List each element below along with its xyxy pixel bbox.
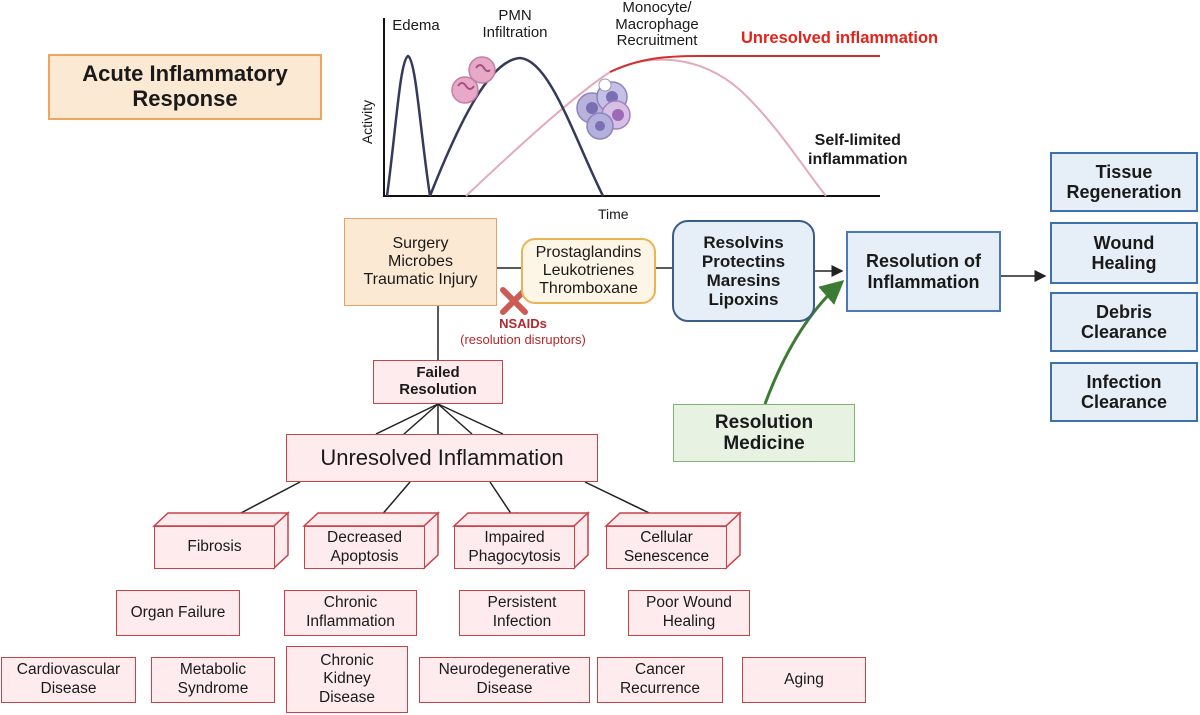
medicine-arrow	[763, 280, 845, 405]
acute-inflammatory-response-title: Acute Inflammatory Response	[48, 54, 322, 120]
resolution-medicine-box: Resolution Medicine	[673, 404, 855, 462]
unresolved-curve	[609, 55, 880, 73]
mechanism-box-phagocytosis-3d	[452, 511, 590, 570]
mechanism-fibrosis: Fibrosis	[154, 526, 275, 569]
spm-box: Resolvins Protectins Maresins Lipoxins	[672, 220, 815, 322]
self-limited-curve	[465, 58, 827, 197]
failed-to-unresolved-lines	[375, 403, 504, 435]
unresolved-inflammation-box: Unresolved Inflammation	[286, 434, 598, 482]
disease-organ-failure: Organ Failure	[116, 590, 240, 636]
nsaid-label: NSAIDs (resolution disruptors)	[460, 316, 586, 347]
neutrophil-cells-icon	[451, 56, 496, 104]
x-axis-label: Time	[598, 206, 629, 222]
failed-resolution-box: Failed Resolution	[373, 360, 503, 404]
resolution-of-inflammation-box: Resolution of Inflammation	[846, 231, 1001, 312]
unresolved-inflammation-plot-label: Unresolved inflammation	[741, 29, 939, 47]
edema-label: Edema	[392, 17, 440, 34]
disease-aging: Aging	[742, 657, 866, 703]
pmn-curve	[428, 56, 605, 197]
mediators-box: Prostaglandins Leukotrienes Thromboxane	[521, 238, 656, 304]
edema-curve	[385, 54, 432, 197]
y-axis-label: Activity	[359, 99, 375, 145]
trigger-box: Surgery Microbes Traumatic Injury	[344, 218, 497, 306]
mechanism-box-fibrosis-3d	[152, 511, 290, 570]
macrophage-cells-icon	[576, 78, 631, 140]
